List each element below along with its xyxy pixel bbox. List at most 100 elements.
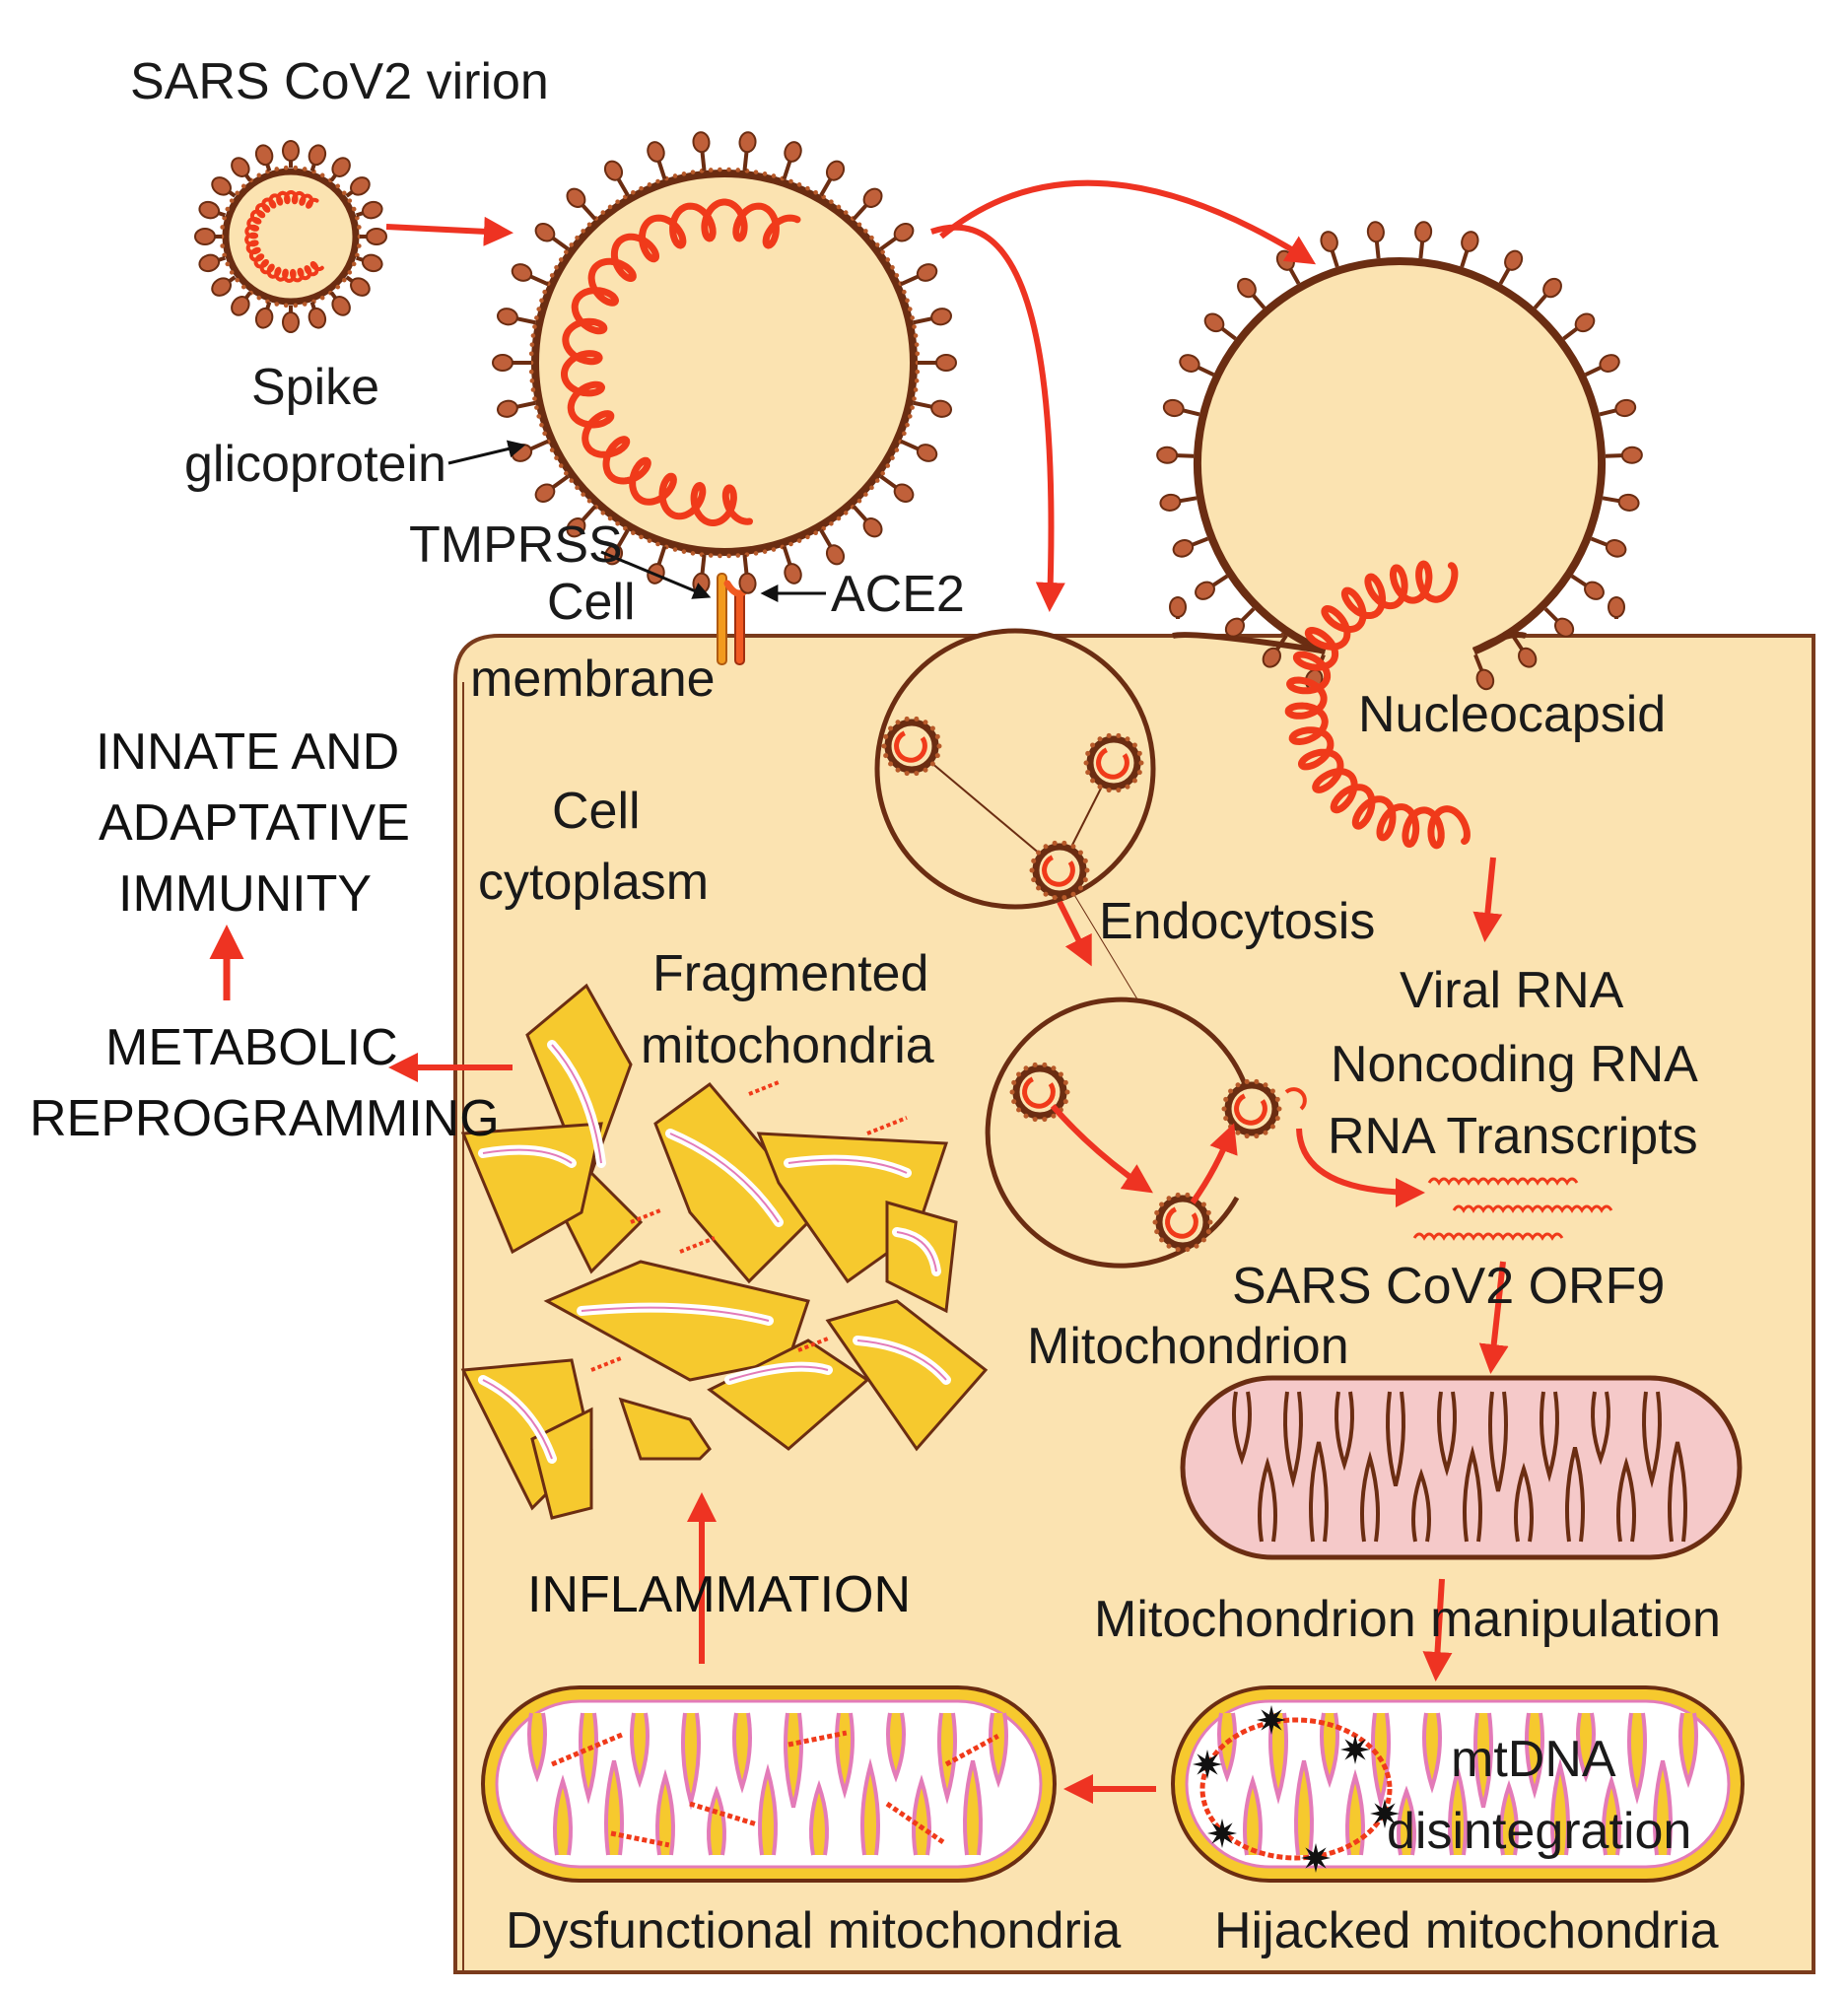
damage-burst [1257, 1705, 1286, 1735]
noncoding-rna-label: Noncoding RNA [1331, 1036, 1698, 1093]
fusing-virion [1156, 221, 1643, 691]
metabolic-label-1: METABOLIC [105, 1019, 398, 1076]
mtdna-fragment [689, 1801, 757, 1827]
crista [1232, 1391, 1252, 1466]
mtdna-fragment [551, 1731, 626, 1767]
crista [1243, 1774, 1263, 1856]
arrow-endocytosis-down [1057, 900, 1092, 967]
hijacked-label: Hijacked mitochondria [1214, 1902, 1719, 1959]
mtdna-fragment [885, 1801, 946, 1845]
rna-transcript [1427, 1177, 1579, 1186]
rna-transcripts-label: RNA Transcripts [1328, 1108, 1698, 1165]
endosome-particle [881, 716, 942, 777]
cytoplasm-label-2: cytoplasm [478, 854, 709, 911]
rna-coil [1284, 560, 1471, 850]
nucleocapsid-coil [1284, 560, 1471, 850]
crista [1463, 1445, 1482, 1543]
receptor-complex [717, 573, 755, 665]
crista [1309, 1441, 1329, 1543]
crista [1320, 1712, 1339, 1789]
orf9-label: SARS CoV2 ORF9 [1232, 1258, 1665, 1315]
crista [1258, 1456, 1277, 1543]
crista [1642, 1391, 1662, 1488]
crista [1335, 1391, 1354, 1472]
fragmented-mitochondria [460, 983, 989, 1520]
crista [1294, 1759, 1314, 1856]
crista [937, 1712, 957, 1805]
mitochondrion-label: Mitochondrion [1027, 1318, 1349, 1375]
mtdna-label-1: mtDNA [1451, 1731, 1616, 1788]
crista [1616, 1456, 1636, 1543]
crista [1448, 1763, 1468, 1856]
damage-burst [1340, 1735, 1370, 1764]
mtdna-fragment [610, 1830, 670, 1848]
rna-transcripts-squiggles [1412, 1177, 1613, 1241]
crista [1473, 1712, 1493, 1809]
crista [1397, 1785, 1416, 1856]
dysfunctional-mitochondrion [481, 1685, 1057, 1883]
small-virion [194, 140, 387, 333]
crista [707, 1785, 726, 1856]
arrow-nucleocapsid-down [1472, 857, 1503, 942]
tmprss-receptor [717, 573, 727, 665]
crista [1488, 1391, 1508, 1492]
virion-label: SARS CoV2 virion [130, 53, 549, 110]
crista [1217, 1712, 1237, 1783]
crista [963, 1759, 983, 1856]
endosome-lower [985, 996, 1307, 1269]
crista [758, 1763, 778, 1856]
fragmented-label-2: mitochondria [641, 1017, 934, 1074]
viral-envelope [1194, 257, 1606, 655]
membrane-label-2: membrane [470, 651, 716, 708]
healthy-mitochondrion [1180, 1375, 1743, 1560]
damage-burst [1370, 1799, 1400, 1828]
labels: SARS CoV2 virion Spike glicoprotein TMPR… [30, 53, 1721, 1959]
mtdna-fragment [679, 1236, 716, 1254]
mitochondrion-cristae [1232, 1391, 1687, 1543]
pointer-arrows [447, 440, 826, 602]
crista [1499, 1779, 1519, 1856]
large-virion [492, 131, 957, 594]
mtdna-fragments [551, 1730, 999, 1848]
crista [1591, 1391, 1610, 1466]
arrow-manipulation-down [1422, 1578, 1453, 1682]
crista [1514, 1462, 1534, 1543]
cytoplasm-label-1: Cell [552, 783, 641, 840]
endosome-particle [1152, 1192, 1213, 1253]
ace2-label: ACE2 [831, 566, 965, 623]
crista [579, 1712, 598, 1805]
mtdna-fragment [630, 1208, 661, 1224]
mtdna-fragment [866, 1116, 908, 1135]
membrane-label-1: Cell [547, 574, 636, 631]
flow-arrows [209, 179, 1509, 1804]
crista [1386, 1391, 1405, 1487]
crista [1627, 1712, 1647, 1805]
rna-transcript [1452, 1204, 1613, 1213]
spike-label-1: Spike [251, 359, 379, 416]
mtdna-fragment [590, 1356, 622, 1372]
tmprss-label: TMPRSS [409, 516, 623, 574]
arrow-to-endocytosis [930, 224, 1065, 612]
endosome-upper [874, 628, 1184, 1075]
crista [784, 1712, 803, 1809]
manipulation-label: Mitochondrion manipulation [1094, 1591, 1721, 1648]
damage-burst [1301, 1843, 1331, 1873]
crista [1437, 1391, 1457, 1477]
arrow-release-transcripts [1296, 1128, 1425, 1207]
crista [886, 1712, 906, 1783]
mtdna-fragment [944, 1734, 999, 1767]
crista [732, 1712, 752, 1794]
mtdna-ring-strand [1199, 1717, 1393, 1861]
mitochondrion-fragment [653, 1081, 821, 1284]
crista [655, 1768, 675, 1856]
crista [1283, 1391, 1303, 1488]
endocytosis-label: Endocytosis [1099, 893, 1375, 950]
rna-transcript [1412, 1232, 1564, 1241]
crista [604, 1759, 624, 1856]
crista [989, 1712, 1008, 1789]
mtdna-ring [1193, 1705, 1400, 1873]
endosome-particle [1029, 840, 1090, 901]
crista [809, 1779, 829, 1856]
rna-coil [561, 198, 801, 526]
